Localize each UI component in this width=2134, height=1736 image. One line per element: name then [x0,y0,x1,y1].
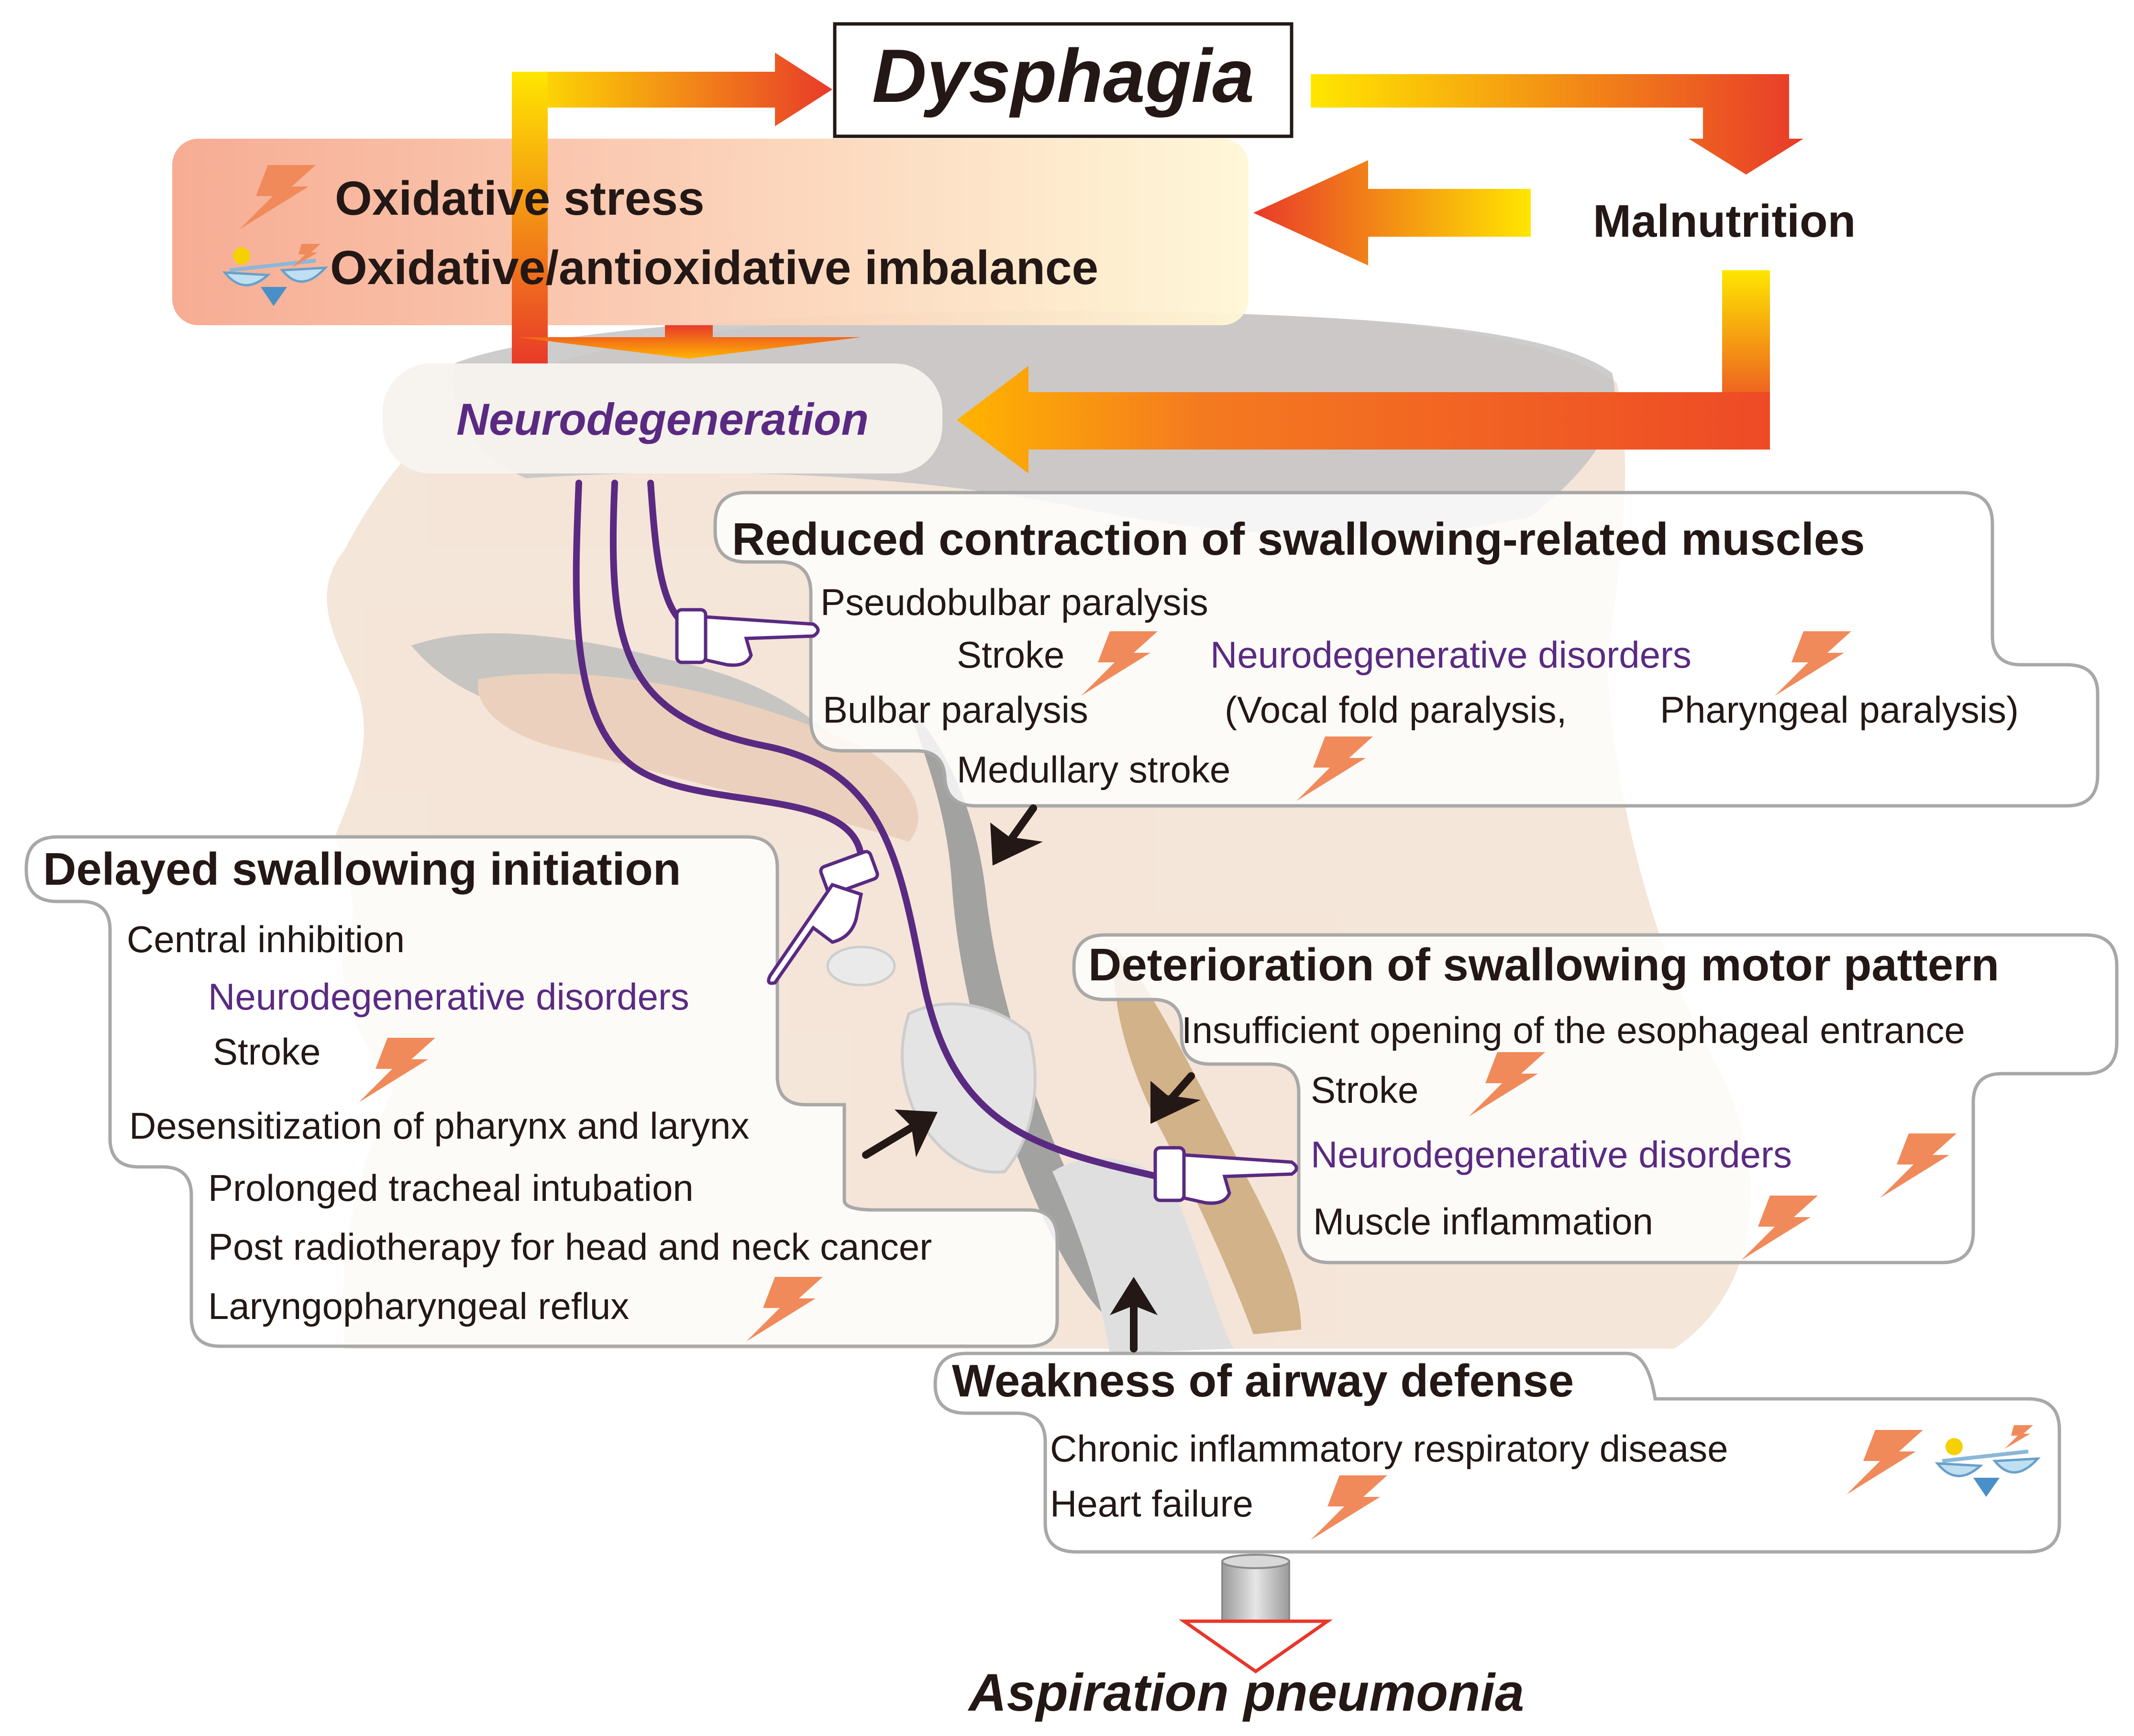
bolt-medullary-icon [1296,736,1373,801]
nerve-to-delayed [573,480,864,874]
delayed-stroke-label: Stroke [213,1031,321,1073]
malnutrition-label: Malnutrition [1593,196,1856,247]
chronic-disease-label: Chronic inflammatory respiratory disease [1050,1428,1728,1470]
arrow-malnutrition-to-neurodegeneration [957,366,1770,473]
airway-box-outline [933,1351,2061,1554]
nerve-to-motor [609,480,1161,1180]
arrow-reduced-icon [990,823,1043,866]
bolt-oxidative-icon [239,165,316,230]
neurodegeneration-pill [383,363,942,473]
bolt-icons [239,165,1957,1540]
reduced-stroke-label: Stroke [957,634,1065,676]
arrow-motor-icon [1150,1081,1201,1124]
radiotherapy-label: Post radiotherapy for head and neck canc… [208,1226,932,1268]
delayed-heading: Delayed swallowing initiation [43,844,681,895]
bolt-muscle-icon [1741,1196,1818,1260]
arrow-delayed-icon [895,1110,938,1157]
hyoid-bone [826,945,896,987]
pointing-hand-delayed-icon [767,850,879,985]
motor-heading: Deterioration of swallowing motor patter… [1088,939,2000,990]
black-arrows [862,804,1201,1352]
delayed-nd-label: Neurodegenerative disorders [208,976,689,1018]
imbalance-label: Oxidative/antioxidative imbalance [330,241,1099,295]
central-inhibition-label: Central inhibition [127,918,405,960]
arrow-malnutrition-to-oxidative [1253,160,1531,265]
insufficient-opening-label: Insufficient opening of the esophageal e… [1182,1009,1965,1051]
muscle-inflammation-label: Muscle inflammation [1313,1200,1653,1242]
oxidative-stress-label: Oxidative stress [335,172,705,225]
esophagus-muscle [1114,947,1301,1334]
pointing-hand-reduced-icon [675,608,820,667]
medullary-label: Medullary stroke [957,748,1231,791]
delayed-box-outline [24,835,1059,1348]
intubation-label: Prolonged tracheal intubation [208,1167,694,1209]
neurodegeneration-label: Neurodegeneration [456,394,869,444]
bolt-reflux-icon [746,1277,823,1341]
motor-nd-label: Neurodegenerative disorders [1311,1133,1792,1176]
reduced-heading: Reduced contraction of swallowing-relate… [732,514,1865,565]
tongue [477,673,918,842]
balance-scale-top-icon [222,244,328,306]
bolt-nd-motor-icon [1880,1133,1957,1198]
oxidative-band [172,139,1249,325]
motor-stroke-label: Stroke [1311,1069,1419,1111]
airway-heading: Weakness of airway defense [952,1355,1574,1406]
pharyngeal-label: Pharyngeal paralysis) [1660,689,2019,731]
reduced-nd-label: Neurodegenerative disorders [1210,634,1692,676]
desensitization-label: Desensitization of pharynx and larynx [129,1105,750,1147]
heart-failure-label: Heart failure [1050,1483,1253,1525]
bulbar-label: Bulbar paralysis [823,689,1088,731]
motor-box-outline [1072,933,2119,1264]
arrow-dysphagia-to-malnutrition [1311,74,1803,175]
bolt-chronic-icon [1847,1430,1923,1494]
trachea [1052,1158,1234,1353]
bolt-stroke-motor-icon [1469,1052,1545,1117]
dysphagia-title: Dysphagia [872,34,1255,118]
reflux-label: Laryngopharyngeal reflux [208,1285,630,1327]
dysphagia-box [833,22,1294,138]
pointing-hand-motor-icon [1153,1146,1298,1205]
arrow-airway-icon [1110,1277,1158,1315]
reduced-box-outline [713,491,2100,808]
bolt-stroke-reduced-icon [1081,631,1158,696]
arrow-to-aspiration-icon [1178,1554,1333,1674]
aspiration-pneumonia-label: Aspiration pneumonia [969,1663,1525,1722]
bolt-stroke-delayed-icon [359,1038,435,1102]
arrow-to-dysphagia [512,53,832,126]
pseudobulbar-label: Pseudobulbar paralysis [820,581,1208,623]
balance-scale-airway-icon [1935,1425,2041,1497]
arrow-oxidative-to-neurodegeneration [517,325,861,359]
cycle-arrows [512,53,1803,473]
bolt-heart-icon [1311,1475,1387,1540]
bolt-nd-reduced-icon [1775,631,1851,696]
vocal-fold-label: (Vocal fold paralysis, [1225,689,1567,731]
